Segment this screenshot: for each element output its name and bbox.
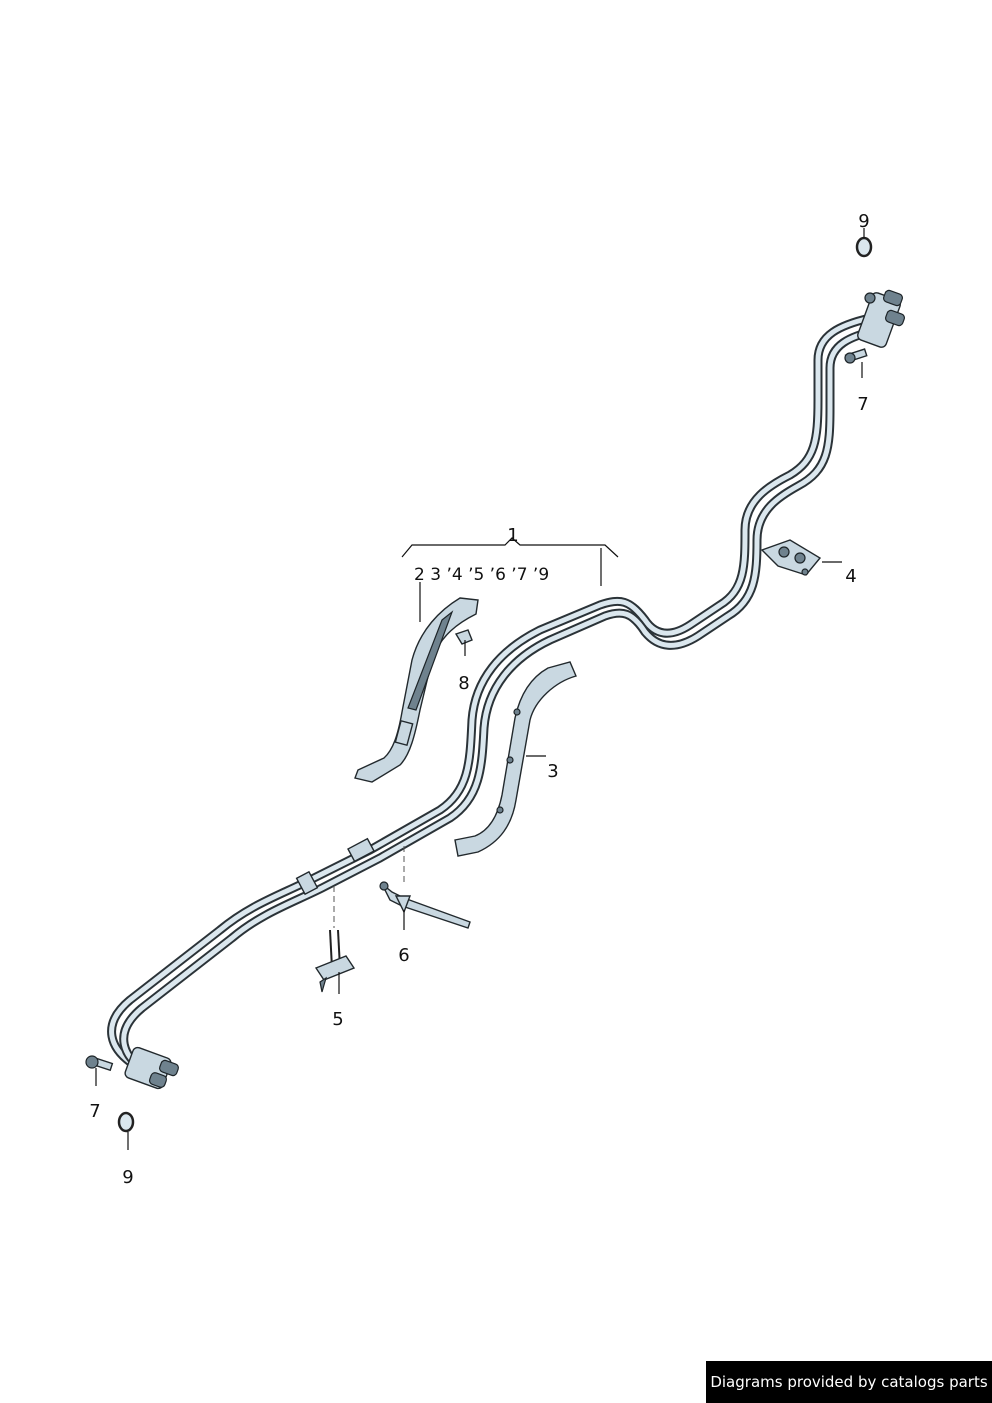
bolt-bottom-part-7 [85, 1055, 114, 1072]
callout-3: 3 [547, 761, 558, 782]
seal-ring-top-part-9 [855, 236, 873, 258]
bottom-connector-flange [124, 1046, 179, 1090]
callout-9-bottom: 9 [122, 1167, 133, 1188]
callout-5: 5 [332, 1009, 343, 1030]
seal-ring-bottom-part-9 [117, 1111, 135, 1133]
callout-4: 4 [845, 566, 856, 587]
callout-7-bottom: 7 [89, 1101, 100, 1122]
pipe-assembly [107, 313, 883, 1079]
clip-part-5 [314, 929, 356, 993]
nut-part-8 [454, 629, 473, 645]
holder-part-4 [760, 539, 822, 576]
guard-bracket-part-2 [354, 597, 479, 783]
footer-credit-text: Diagrams provided by catalogs parts [710, 1373, 988, 1391]
guard-bracket-part-3 [454, 661, 577, 857]
callout-6: 6 [398, 945, 409, 966]
cable-tie-part-6 [379, 881, 471, 929]
footer-credit: Diagrams provided by catalogs parts [706, 1361, 992, 1403]
bolt-top-part-7 [844, 348, 868, 364]
callout-1: 1 [507, 525, 518, 546]
callout-1-subparts: 2 3 ʼ4 ʼ5 ʼ6 ʼ7 ʼ9 [414, 565, 549, 585]
leader-lines [95, 228, 865, 1150]
top-connector-flange [857, 289, 905, 348]
callout-9-top: 9 [858, 211, 869, 232]
callout-7-top: 7 [857, 394, 868, 415]
callout-8: 8 [458, 673, 469, 694]
